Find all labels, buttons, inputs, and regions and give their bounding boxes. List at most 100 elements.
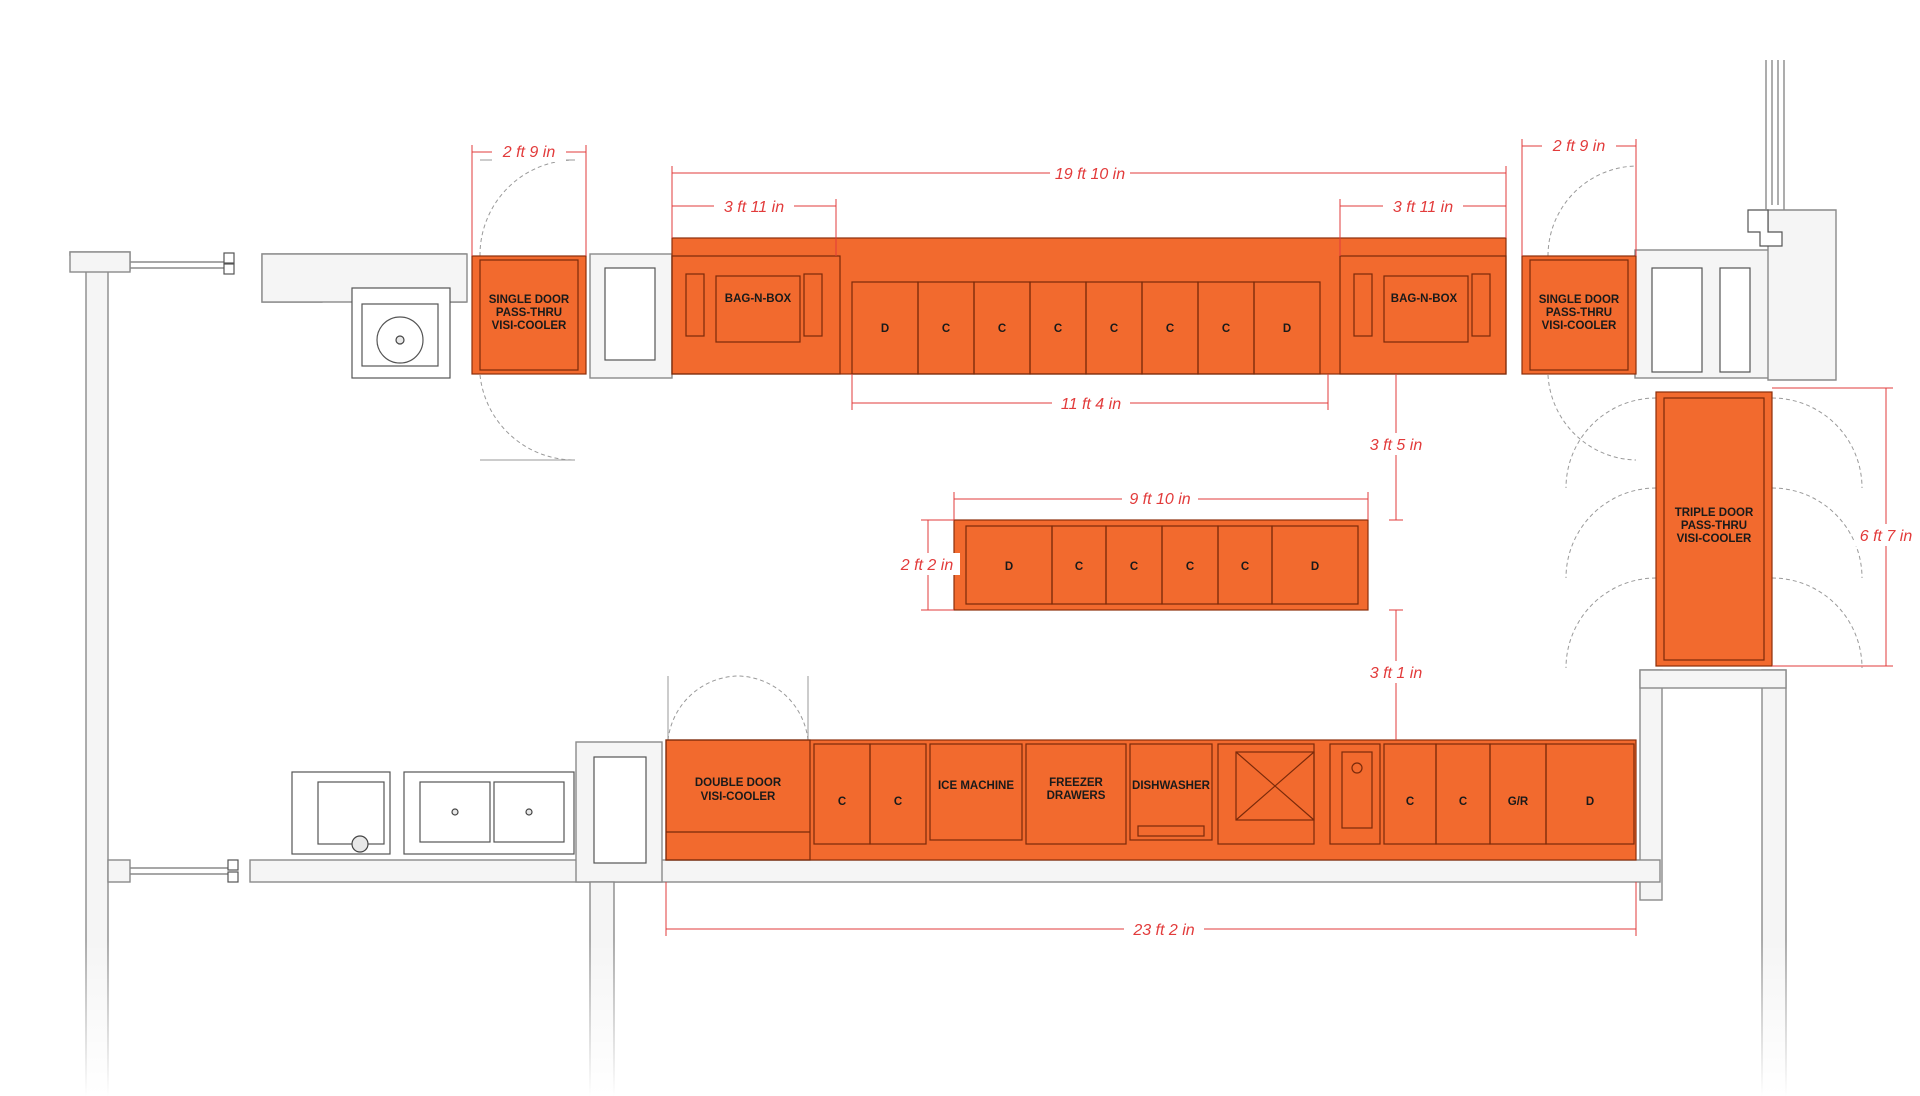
island-cabinet-2-label: C — [1075, 561, 1083, 573]
top-wall-opening-left — [604, 267, 656, 361]
bottom-wall-opening — [593, 756, 647, 864]
dim-label-bg — [894, 553, 960, 575]
top-cabinet-7-label: C — [1222, 323, 1230, 335]
bag-n-box-left-label: BAG-N-BOX — [725, 293, 792, 305]
top-cabinet-8-label: D — [1283, 323, 1291, 335]
dump-sink-basin — [1341, 751, 1373, 829]
bottom-cabinet-right-1-label: C — [1406, 796, 1414, 808]
dim-label-bg — [1050, 161, 1130, 183]
window-hinge — [227, 859, 239, 871]
top-cabinets: D C C C C C C D — [851, 281, 1321, 375]
bag-n-box-right-slot — [1353, 273, 1373, 337]
freezer-drawers-line-1: FREEZER — [1049, 777, 1103, 789]
bag-n-box-left-inner — [715, 275, 801, 343]
dishwasher-label: DISHWASHER — [1132, 780, 1211, 792]
door-swings — [479, 159, 1863, 741]
window-hinge — [227, 871, 239, 883]
right-wall-cap — [1639, 669, 1787, 689]
island-cabinet-3-label: C — [1130, 561, 1138, 573]
island-cabinet-5-label: C — [1241, 561, 1249, 573]
single-door-right-line-3: VISI-COOLER — [1542, 320, 1617, 332]
double-door-cooler — [665, 739, 811, 861]
bottom-cabinet-right-3-label: G/R — [1508, 796, 1529, 808]
door-swing — [1547, 165, 1637, 257]
island-cabinet-4-label: C — [1186, 561, 1194, 573]
dim-label-bg — [1366, 433, 1426, 455]
dim-label-bg — [1122, 488, 1198, 510]
bottom-cabinet-right-4 — [1545, 743, 1635, 845]
ice-machine — [929, 743, 1023, 841]
top-cabinet-5-label: C — [1110, 323, 1118, 335]
triple-door-cooler-frame — [1663, 397, 1765, 661]
dim-right-cooler-width: 2 ft 9 in — [1552, 138, 1606, 155]
prep-sink-basin — [317, 781, 385, 845]
dim-top-run: 19 ft 10 in — [1055, 166, 1125, 183]
top-cabinet-6-label: C — [1166, 323, 1174, 335]
double-door-line-1: DOUBLE DOOR — [695, 777, 782, 789]
triple-door-line-3: VISI-COOLER — [1677, 533, 1752, 545]
door-swing — [1771, 397, 1863, 489]
door-swing — [1547, 374, 1637, 461]
dishwasher-handle — [1137, 825, 1205, 837]
top-cabinet-1-label: D — [881, 323, 889, 335]
bag-n-box-left-slot — [803, 273, 823, 337]
top-cabinet-2-label: C — [942, 323, 950, 335]
freezer-drawers-line-2: DRAWERS — [1047, 790, 1106, 802]
door-swing — [1565, 397, 1657, 489]
bottom-left-corner — [107, 859, 131, 883]
triple-door-cooler — [1655, 391, 1773, 667]
window-hinge — [223, 252, 235, 264]
door-swing — [1565, 487, 1657, 579]
equipment: SINGLE DOOR PASS-THRU VISI-COOLER BAG-N-… — [471, 237, 1773, 861]
column-step — [1747, 209, 1783, 247]
bottom-cabinet-left-1-label: C — [838, 796, 846, 808]
bar-sink-basin — [1235, 751, 1315, 821]
single-door-left-line-1: SINGLE DOOR — [489, 294, 570, 306]
bottom-fade — [0, 940, 1920, 1096]
door-swing — [479, 374, 576, 461]
double-door-line-2: VISI-COOLER — [701, 791, 776, 803]
bar-sink-diagonal — [1235, 751, 1315, 821]
top-wall-opening-right-a — [1651, 267, 1703, 373]
door-swing — [1771, 577, 1863, 669]
bag-n-box-left-slot — [685, 273, 705, 337]
drain — [451, 808, 459, 816]
top-wall-opening-right-b — [1719, 267, 1751, 373]
door-swing — [479, 159, 576, 257]
triple-door-line-2: PASS-THRU — [1681, 520, 1747, 532]
island — [953, 519, 1369, 611]
dishwasher — [1129, 743, 1213, 841]
ice-machine-label: ICE MACHINE — [938, 780, 1014, 792]
dim-label-bg — [1366, 661, 1426, 683]
hand-sink-top — [351, 287, 451, 379]
dim-label-bg — [1542, 134, 1616, 156]
dimensions: 2 ft 9 in 2 ft 9 in 19 ft 10 in 3 ft 11 … — [471, 134, 1918, 940]
dump-sink-drain — [1351, 762, 1363, 774]
island-cabinet-1-label: D — [1005, 561, 1013, 573]
door-swing — [1771, 487, 1863, 579]
bottom-cabinet-right-2-label: C — [1459, 796, 1467, 808]
dim-triple-cooler-length: 6 ft 7 in — [1860, 528, 1913, 545]
door-swing — [667, 675, 739, 741]
dim-bottom-run: 23 ft 2 in — [1132, 922, 1194, 939]
freezer-drawers — [1025, 743, 1127, 845]
bottom-wall — [249, 859, 1661, 883]
top-cabinet-8 — [1253, 281, 1321, 375]
single-door-right-line-2: PASS-THRU — [1546, 307, 1612, 319]
dim-aisle-bottom: 3 ft 1 in — [1370, 665, 1423, 682]
top-cabinet-4-label: C — [1054, 323, 1062, 335]
top-left-corner — [69, 251, 131, 273]
dim-top-cabinet-run: 11 ft 4 in — [1061, 396, 1121, 413]
dim-aisle-top: 3 ft 5 in — [1370, 437, 1423, 454]
dim-label-bg — [714, 194, 794, 216]
window-hinge — [223, 263, 235, 275]
door-swing — [1565, 577, 1657, 669]
single-door-left-line-3: VISI-COOLER — [492, 320, 567, 332]
bag-n-box-right-inner — [1383, 275, 1469, 343]
bag-n-box-right-slot — [1471, 273, 1491, 337]
single-door-cooler-left — [471, 255, 587, 375]
dim-bag-right: 3 ft 11 in — [1393, 199, 1453, 216]
single-door-left-line-2: PASS-THRU — [496, 307, 562, 319]
bottom-cabinet-left-2 — [869, 743, 927, 845]
